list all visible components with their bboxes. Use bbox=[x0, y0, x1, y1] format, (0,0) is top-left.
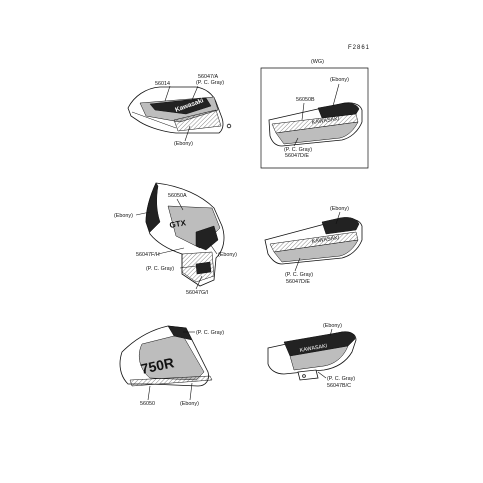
leader-56050a bbox=[176, 198, 184, 211]
leader-56014 bbox=[164, 85, 171, 102]
fairing-logo: GTX bbox=[169, 218, 187, 230]
side2-gray-lower bbox=[273, 239, 359, 263]
leader-56050b bbox=[301, 102, 305, 121]
tail-logo-text: KAWASAKI bbox=[299, 343, 327, 354]
label-lower-gray: (P. C. Gray) bbox=[196, 330, 224, 336]
label-wg-gray: (P. C. Gray) bbox=[284, 147, 312, 153]
label-56047bc: 56047B/C bbox=[327, 383, 351, 389]
leader-lower-ebony bbox=[189, 382, 193, 401]
label-fairing-ebony-right: (Ebony) bbox=[218, 252, 237, 258]
label-wg-ebony: (Ebony) bbox=[330, 77, 349, 83]
lower-gray-panel bbox=[139, 333, 205, 381]
leader-fairing-ebony-left bbox=[135, 211, 151, 216]
label-side2-ebony: (Ebony) bbox=[330, 206, 349, 212]
leader-tail-gray bbox=[317, 371, 327, 379]
label-56047gi: 56047G/I bbox=[186, 290, 208, 296]
side-2-group: KAWASAKI (Ebony) (P. C. Gray) 56047D/E bbox=[264, 206, 363, 285]
wg-header: (WG) bbox=[311, 59, 324, 65]
tail-group: KAWASAKI (Ebony) (P. C. Gray) 56047B/C bbox=[267, 323, 357, 389]
leader-56047a bbox=[191, 85, 199, 101]
tail-ebony-band bbox=[283, 331, 356, 357]
label-fairing-gray: (P. C. Gray) bbox=[146, 266, 174, 272]
fairing-group: GTX 56050A (Ebony) 56047F/H (Ebony) (P. … bbox=[114, 182, 237, 296]
label-56014: 56014 bbox=[155, 81, 170, 87]
fairing-side-emblem bbox=[195, 261, 212, 275]
lower-group: 750R (P. C. Gray) 56050 (Ebony) bbox=[119, 325, 224, 407]
lower-stripe bbox=[129, 375, 213, 387]
label-lower-ebony: (Ebony) bbox=[180, 401, 199, 407]
label-tail-ebony: (Ebony) bbox=[323, 323, 342, 329]
leader-side2-gray bbox=[294, 257, 301, 272]
side2-ebony-top bbox=[321, 217, 360, 235]
tank-bottom-panel bbox=[173, 109, 222, 132]
leader-wg-ebony bbox=[332, 83, 340, 107]
side-wg-group: (WG) KAWASAKI (Ebony) 56050B (P. C. Gray… bbox=[260, 59, 369, 169]
label-side2-gray: (P. C. Gray) bbox=[285, 272, 313, 278]
tank-group: Kawasaki 56014 56047/A (P. C. Gray) (Ebo… bbox=[127, 74, 232, 147]
label-fairing-ebony-left: (Ebony) bbox=[114, 213, 133, 219]
label-56047de-2: 56047D/E bbox=[286, 279, 310, 285]
leader-side2-ebony bbox=[335, 211, 341, 225]
label-tank-ebony: (Ebony) bbox=[174, 141, 193, 147]
side2-logo-text: KAWASAKI bbox=[311, 235, 339, 245]
label-56047a: 56047/A bbox=[198, 74, 218, 80]
leader-fairing-gray bbox=[179, 265, 197, 269]
fairing-ebony-lower bbox=[195, 225, 219, 251]
tank-ebony-band bbox=[149, 97, 212, 115]
wg-frame bbox=[260, 67, 369, 169]
label-56050: 56050 bbox=[140, 401, 155, 407]
fairing-ebony-front bbox=[145, 182, 161, 233]
leader-wg-gray bbox=[293, 137, 299, 147]
tank-edge-line bbox=[131, 111, 177, 129]
lower-ebony-tip bbox=[167, 325, 193, 341]
label-56047de-1: 56047D/E bbox=[285, 153, 309, 159]
leader-56047fh bbox=[157, 247, 185, 255]
label-56050b: 56050B bbox=[296, 97, 315, 103]
wg-gray-lower bbox=[275, 121, 359, 145]
leader-56047gi bbox=[195, 275, 203, 290]
lower-logo: 750R bbox=[139, 354, 175, 377]
leader-56050 bbox=[147, 385, 151, 401]
tail-gray-lower bbox=[289, 345, 349, 371]
figure-id: F2861 bbox=[348, 45, 370, 51]
label-56050a: 56050A bbox=[168, 193, 187, 199]
leader-tank-ebony bbox=[184, 125, 191, 142]
label-56047fh: 56047F/H bbox=[136, 252, 160, 258]
tank-screw bbox=[226, 123, 232, 129]
wg-logo-text: KAWASAKI bbox=[311, 116, 339, 126]
label-56047a-color: (P. C. Gray) bbox=[196, 80, 224, 86]
leader-fairing-ebony-right bbox=[209, 243, 218, 255]
wg-ebony-top bbox=[317, 102, 360, 119]
label-tail-gray: (P. C. Gray) bbox=[327, 376, 355, 382]
tail-screw bbox=[302, 374, 306, 378]
tail-bracket bbox=[297, 369, 319, 381]
leader-tail-ebony bbox=[329, 328, 333, 337]
